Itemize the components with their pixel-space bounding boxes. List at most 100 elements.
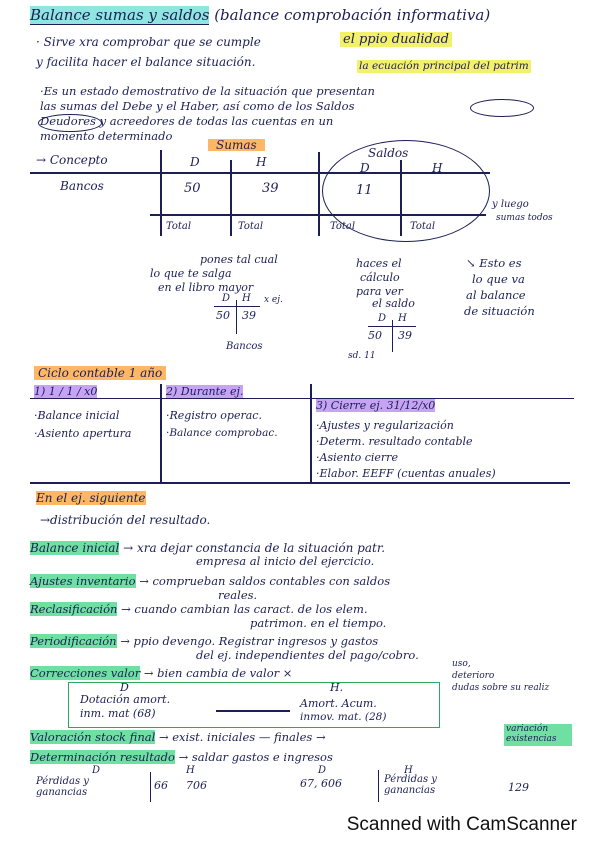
table-col-2: [230, 160, 232, 236]
t-account-1-50: 50: [216, 309, 230, 322]
table-col-3: [318, 152, 320, 236]
t-account-2-39: 39: [398, 329, 412, 342]
amortization-box: [68, 682, 440, 728]
circle-deudores: [38, 114, 102, 132]
note-pones-2: lo que te salga: [150, 267, 232, 280]
circle-saldos: [470, 99, 534, 117]
ciclo-bottom-rule: [30, 482, 570, 484]
pyg-h: H: [186, 765, 195, 776]
scanner-footer: Scanned with CamScanner: [0, 804, 599, 848]
total-1: Total: [166, 221, 192, 232]
sumas-todos-note: sumas todos: [496, 213, 553, 223]
distribucion-resultado: →distribución del resultado.: [40, 513, 211, 527]
pyg-value-67-606: 67, 606: [300, 777, 342, 790]
row-bancos: Bancos: [60, 179, 104, 193]
pyg2-h: H: [404, 765, 413, 776]
sumas-h-header: H: [256, 155, 267, 169]
periodificacion-cont: del ej. independientes del pago/cobro.: [196, 648, 419, 662]
reclasificacion-cont: patrimon. en el tiempo.: [250, 616, 387, 630]
t-account-1-stem: [236, 300, 238, 334]
note-pones-3: en el libro mayor: [158, 281, 254, 294]
pyg-value-129: 129: [508, 781, 529, 794]
t-account-2-h: H: [398, 313, 407, 324]
title-highlight: Balance sumas y saldos: [30, 6, 210, 25]
amort-left-2: inm. mat (68): [80, 707, 156, 720]
ciclo-col2-head: 2) Durante ej.: [166, 385, 244, 398]
circle-saldos-columns: [322, 140, 490, 242]
amort-d: D: [120, 681, 129, 694]
balance-inicial-cont: empresa al inicio del ejercicio.: [196, 554, 375, 568]
periodificacion-row: Periodificación → ppio devengo. Registra…: [30, 634, 379, 648]
intro-highlight-1: el ppio dualidad: [340, 32, 452, 47]
ajustes-row: Ajustes inventario → comprueban saldos c…: [30, 574, 391, 588]
saldo-value: 11: [356, 183, 373, 198]
sumas-d-header: D: [190, 155, 200, 169]
total-4: Total: [410, 221, 436, 232]
ciclo-col3-b: ·Determ. resultado contable: [316, 435, 473, 448]
table-col-1: [160, 150, 162, 236]
determinacion-row: Determinación resultado → saldar gastos …: [30, 750, 333, 764]
ciclo-col3-head: 3) Cierre ej. 31/12/x0: [316, 399, 436, 412]
ciclo-col1-a: ·Balance inicial: [34, 409, 120, 422]
note-haces-4: el saldo: [372, 297, 415, 310]
note-haces-3: para ver: [356, 285, 403, 298]
siguiente-title: En el ej. siguiente: [36, 491, 146, 505]
t-account-2-stem: [392, 320, 394, 352]
ajustes-cont: reales.: [218, 588, 258, 602]
t-account-2-saldo: sd. 11: [348, 351, 376, 361]
luego-note: y luego: [492, 199, 529, 210]
table-total-rule: [150, 214, 486, 216]
pyg-value-706: 706: [186, 779, 207, 792]
note-esto-3: al balance: [466, 288, 526, 302]
sumas-label: Sumas: [208, 139, 265, 151]
t-account-1-d: D: [222, 293, 231, 304]
note-haces-1: haces el: [356, 257, 402, 270]
note-ej: x ej.: [264, 295, 283, 305]
amort-right-2: inmov. mat. (28): [300, 711, 387, 723]
ciclo-col2-a: ·Registro operac.: [166, 409, 262, 422]
intro-line-1: · Sirve xra comprobar que se cumple: [36, 35, 261, 49]
ciclo-top-rule: [30, 398, 574, 400]
pyg-stem-2: [378, 770, 380, 802]
note-pones-1: pones tal cual: [200, 253, 278, 266]
ciclo-col3-c: ·Asiento cierre: [316, 451, 398, 464]
ciclo-col-1: [160, 384, 162, 482]
sumas-d-value: 50: [184, 181, 201, 196]
title-note: (balance comprobación informativa): [214, 6, 491, 24]
valoracion-row: Valoración stock final → exist. iniciale…: [30, 730, 326, 744]
ciclo-col-2: [310, 384, 312, 482]
reclasificacion-row: Reclasificación → cuando cambian las car…: [30, 602, 368, 616]
correcciones-row: Correcciones valor → bien cambia de valo…: [30, 666, 293, 680]
definition-line-1: ·Es un estado demostrativo de la situaci…: [40, 84, 375, 98]
note-esto-2: lo que va: [472, 272, 525, 286]
balance-inicial-row: Balance inicial → xra dejar constancia d…: [30, 541, 386, 555]
pyg-right-label: Pérdidas y ganancias: [384, 774, 437, 796]
ciclo-col2-b: ·Balance comprobac.: [166, 427, 278, 439]
ciclo-col1-b: ·Asiento apertura: [34, 427, 132, 440]
page-title: Balance sumas y saldos (balance comproba…: [30, 6, 491, 25]
pyg-d: D: [92, 765, 101, 776]
intro-highlight-2: la ecuación principal del patrim: [357, 60, 531, 73]
definition-line-3: Deudores y acreedores de todas las cuent…: [40, 114, 334, 128]
variacion-existencias: variación existencias: [504, 724, 572, 746]
t-account-1-h: H: [242, 293, 251, 304]
ciclo-title: Ciclo contable 1 año: [34, 366, 167, 380]
t-account-2-50: 50: [368, 329, 382, 342]
amort-left-1: Dotación amort.: [80, 693, 171, 706]
amort-h: H.: [330, 681, 344, 694]
concepto-label: → Concepto: [36, 153, 108, 167]
t-account-1-39: 39: [242, 309, 256, 322]
pyg2-d: D: [318, 765, 327, 776]
pyg-left-label: Pérdidas y ganancias: [36, 776, 89, 798]
note-esto-1: ↘ Esto es: [466, 256, 522, 270]
definition-line-2: las sumas del Debe y el Haber, así como …: [40, 99, 355, 113]
pyg-stem-1: [150, 772, 152, 802]
note-esto-4: de situación: [464, 304, 535, 318]
scanner-watermark: Scanned with CamScanner: [346, 814, 577, 835]
saldos-d-header: D: [360, 161, 370, 175]
total-2: Total: [238, 221, 264, 232]
table-header-rule: [30, 172, 490, 174]
correcciones-reason-3: dudas sobre su realiz: [452, 683, 550, 693]
ciclo-col3-a: ·Ajustes y regularización: [316, 419, 454, 432]
ciclo-col1-head: 1) 1 / 1 / x0: [34, 385, 98, 398]
